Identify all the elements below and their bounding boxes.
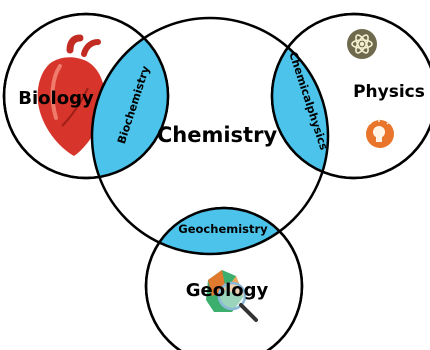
chemistry-circle — [90, 16, 330, 256]
chemistry-label: Chemistry — [157, 123, 278, 147]
biology-label: Biology — [18, 88, 94, 109]
magnifier-rock-icon — [206, 270, 258, 322]
heart-icon — [37, 34, 106, 156]
geology-label: Geology — [186, 280, 269, 301]
geochemistry-label: Geochemistry — [178, 222, 268, 236]
biochemistry-overlap — [92, 18, 168, 178]
physics-label: Physics — [353, 82, 425, 102]
atom-icon — [347, 29, 377, 59]
lightbulb-gear-icon — [366, 118, 394, 148]
